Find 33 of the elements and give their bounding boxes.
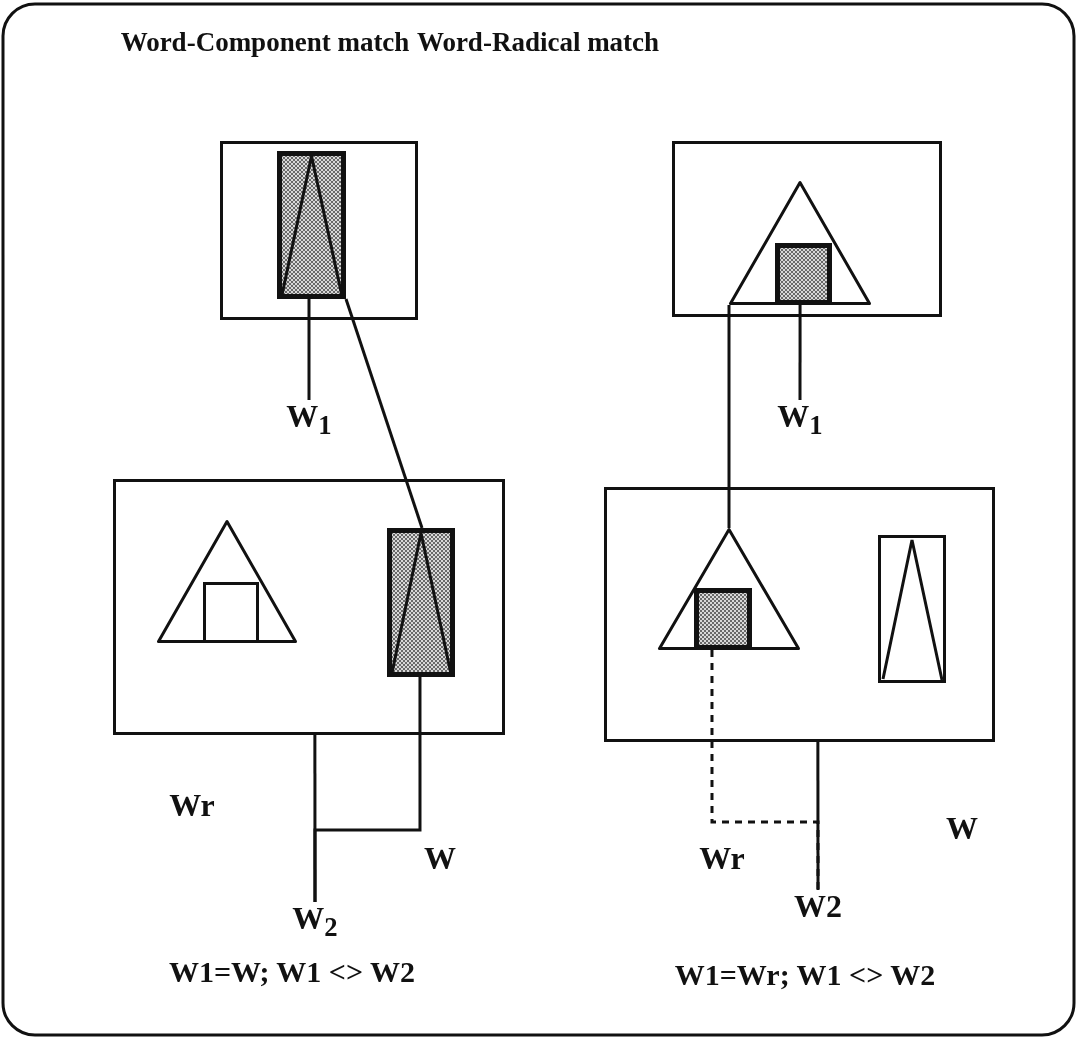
connector-line [798, 305, 802, 400]
connector-line [344, 298, 424, 529]
rectangle-with-triangle [878, 535, 946, 683]
connector-line [307, 299, 311, 400]
connector-line [313, 677, 422, 902]
connector-line [727, 305, 731, 528]
rectangle-frame [604, 487, 995, 742]
connector-line [816, 742, 820, 890]
match-condition: W1=W; W1 <> W2 [169, 955, 415, 989]
word-label: W [424, 839, 456, 877]
rectangle-frame [113, 479, 505, 735]
dashed-connector-line [710, 650, 820, 890]
shaded-square [775, 243, 832, 305]
word-label: W$_{2}$ [285, 902, 345, 938]
word-label: W$_{1}$ [279, 400, 339, 436]
match-condition: W1=Wr; W1 <> W2 [674, 958, 936, 992]
rectangle-frame [220, 141, 418, 320]
shaded-rectangle-with-triangle [277, 151, 346, 299]
rectangle-frame [672, 141, 942, 317]
shaded-rectangle-with-triangle [387, 528, 455, 677]
word-label: Wr [169, 786, 215, 824]
column-heading: Word-Radical match [416, 26, 660, 58]
word-label: W2 [788, 890, 848, 926]
word-label: Wr [699, 839, 745, 877]
connector-line [313, 735, 317, 902]
triangle-shape [658, 528, 800, 650]
word-label: W$_{1}$ [770, 400, 830, 436]
shaded-square [694, 588, 752, 650]
word-label: W [946, 809, 978, 847]
column-heading: Word-Component match [120, 26, 410, 58]
square-shape [203, 582, 259, 643]
triangle-shape [729, 181, 871, 305]
triangle-shape [157, 520, 297, 643]
